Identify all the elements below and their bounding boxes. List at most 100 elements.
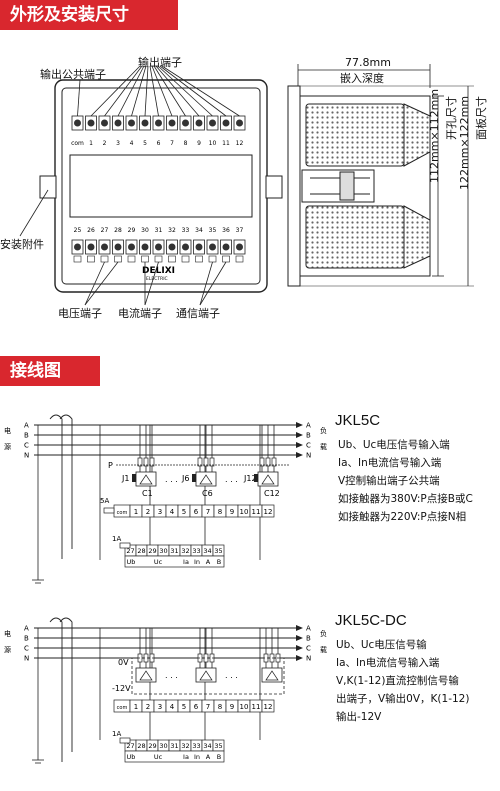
top-terminal-head: [141, 119, 149, 127]
bottom-terminal-head: [155, 243, 162, 251]
current-transformer: [59, 617, 73, 752]
phase-label: N: [306, 452, 311, 460]
top-terminal-label: 11: [222, 140, 230, 147]
terminal-number: 3: [158, 703, 162, 711]
phase-label: A: [24, 422, 29, 430]
load-label: 负: [320, 426, 327, 435]
terminal-number: 30: [159, 547, 167, 555]
contactor-symbol: [265, 670, 279, 681]
leader-line: [153, 65, 186, 117]
terminal-number: 5: [182, 703, 186, 711]
bottom-terminal-label: 35: [209, 227, 217, 234]
bottom-terminal-label: 37: [236, 227, 244, 234]
leader-line: [117, 65, 145, 117]
terminal-sub-label: A: [206, 753, 211, 761]
phase-label: C: [24, 645, 29, 653]
jkl5c-note-4: 如接触器为380V:P点接B或C: [338, 493, 473, 505]
leader-line: [84, 261, 119, 306]
terminal-number: 9: [230, 703, 234, 711]
top-terminal-label: 10: [209, 140, 217, 147]
source-label: 电: [4, 629, 11, 638]
jkl5c-dc-note-2: Ia、In电流信号输入端: [336, 657, 440, 669]
fuse: [119, 737, 131, 744]
brand-sub: ELECTRIC: [146, 276, 168, 282]
terminal-number: 10: [240, 508, 249, 516]
terminal-number: 31: [170, 547, 178, 555]
terminal-sub-label: In: [194, 753, 200, 761]
ellipsis: . . .: [165, 475, 178, 484]
terminal-number: 10: [240, 703, 249, 711]
bottom-terminal-label: 25: [74, 227, 82, 234]
bottom-terminal-label: 28: [114, 227, 122, 234]
terminal-sub-label: In: [194, 558, 200, 566]
current-transformer: [49, 414, 63, 559]
fuse-mark: [265, 457, 271, 467]
phase-label: C: [306, 442, 311, 450]
leader-line: [161, 65, 240, 117]
leader-line: [84, 261, 105, 306]
terminal-number: 8: [218, 508, 222, 516]
bottom-terminal-head: [87, 243, 95, 251]
fuse-label: 1A: [112, 535, 121, 543]
bottom-terminal-slot: [73, 255, 82, 263]
bottom-terminal-label: 36: [222, 227, 230, 234]
bottom-terminal-label: 27: [101, 227, 109, 234]
top-terminal-head: [209, 119, 216, 127]
terminal-sub-label: Ub: [127, 558, 136, 566]
leader-line: [199, 261, 213, 306]
bottom-terminal-head: [182, 243, 189, 251]
bottom-terminal-slot: [235, 255, 244, 263]
bottom-terminal-head: [209, 243, 216, 251]
brand-logo: DELIXI: [142, 266, 175, 276]
load-label: 载: [320, 645, 327, 654]
jkl5c-dc-note-4: 出端子，V输出0V，K(1-12): [336, 693, 470, 705]
model-jkl5c-dc: JKL5C-DC: [335, 612, 407, 629]
top-terminal-head: [128, 119, 135, 127]
bottom-terminal-label: 26: [87, 227, 95, 234]
bottom-terminal-label: 29: [128, 227, 136, 234]
leader-line: [151, 65, 173, 117]
depth-label: 嵌入深度: [340, 72, 384, 85]
terminal-sub-label: B: [217, 558, 221, 566]
dc-control-box: [131, 657, 285, 695]
section-title-dimensions: 外形及安装尺寸: [0, 0, 178, 30]
relay-label: J6: [181, 474, 189, 483]
terminal-number: 35: [214, 742, 222, 750]
phase-label: N: [306, 655, 311, 663]
voltage-terminal-label: 电压端子: [58, 307, 102, 320]
leader-line: [131, 65, 147, 117]
jkl5c-dc-note-5: 输出-12V: [336, 711, 382, 723]
leader-line: [144, 65, 149, 117]
current-transformer: [49, 617, 63, 762]
phase-label: B: [306, 635, 311, 643]
jkl5c-dc-note-1: Ub、Uc电压信号输: [336, 639, 427, 651]
mount-accessory-label: 安装附件: [0, 238, 44, 251]
phase-label: N: [24, 655, 29, 663]
terminal-number: 11: [252, 703, 261, 711]
leader-line: [77, 79, 81, 117]
source-label: 源: [4, 442, 11, 451]
top-terminal-label: 5: [143, 140, 147, 147]
fuse-mark: [271, 457, 277, 467]
terminal-number: com: [117, 510, 128, 516]
phase-arrow: [296, 432, 303, 438]
terminal-sub-row: [124, 555, 225, 568]
jkl5c-note-3: V控制输出端子公共端: [338, 475, 440, 487]
fuse-mark: [149, 457, 155, 467]
terminal-number: 7: [206, 508, 210, 516]
phase-arrow: [296, 625, 303, 631]
phase-label: B: [24, 432, 29, 440]
top-terminal-label: 4: [130, 140, 134, 147]
model-jkl5c: JKL5C: [335, 412, 381, 429]
bottom-terminal-label: 32: [168, 227, 176, 234]
terminal-number: com: [117, 705, 128, 711]
top-terminal-head: [168, 119, 176, 127]
terminal-number: 11: [252, 508, 261, 516]
current-terminal-label: 电流端子: [118, 307, 162, 320]
bottom-terminal-label: 31: [155, 227, 163, 234]
terminal-number: 32: [181, 742, 189, 750]
fuse-mark: [137, 457, 143, 467]
phase-arrow: [296, 422, 303, 428]
capacitor-label: C6: [202, 489, 213, 498]
terminal-number: 1: [134, 703, 138, 711]
